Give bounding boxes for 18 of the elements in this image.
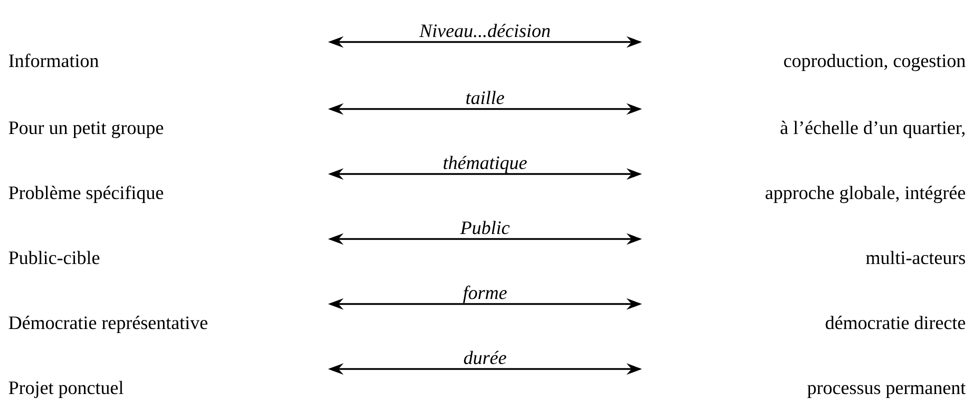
row-label: à l’échelle d’un quartier, xyxy=(780,120,965,138)
arrow-label: thématique xyxy=(444,156,527,174)
row-label: Projet ponctuel xyxy=(8,380,124,398)
row-label: approche globale, intégrée xyxy=(766,186,966,204)
row-label: Public-cible xyxy=(8,250,100,264)
row-label: Problème spécifique xyxy=(8,186,164,204)
row-label: Pour un petit groupe xyxy=(8,121,164,138)
row-label: multi-acteurs xyxy=(866,250,966,264)
arrow-label: forme xyxy=(463,286,507,304)
arrow-label: Niveau...décision xyxy=(419,24,550,38)
row-label: Information xyxy=(8,54,99,68)
row-label: Démocratie représentative xyxy=(8,316,208,334)
row-label: démocratie directe xyxy=(826,316,966,330)
arrow-label: durée xyxy=(464,350,506,364)
arrow-label: taille xyxy=(466,90,504,104)
arrow-label: Public xyxy=(460,220,510,234)
row-label: processus permanent xyxy=(807,383,966,398)
row-label: coproduction, cogestion xyxy=(784,54,966,72)
